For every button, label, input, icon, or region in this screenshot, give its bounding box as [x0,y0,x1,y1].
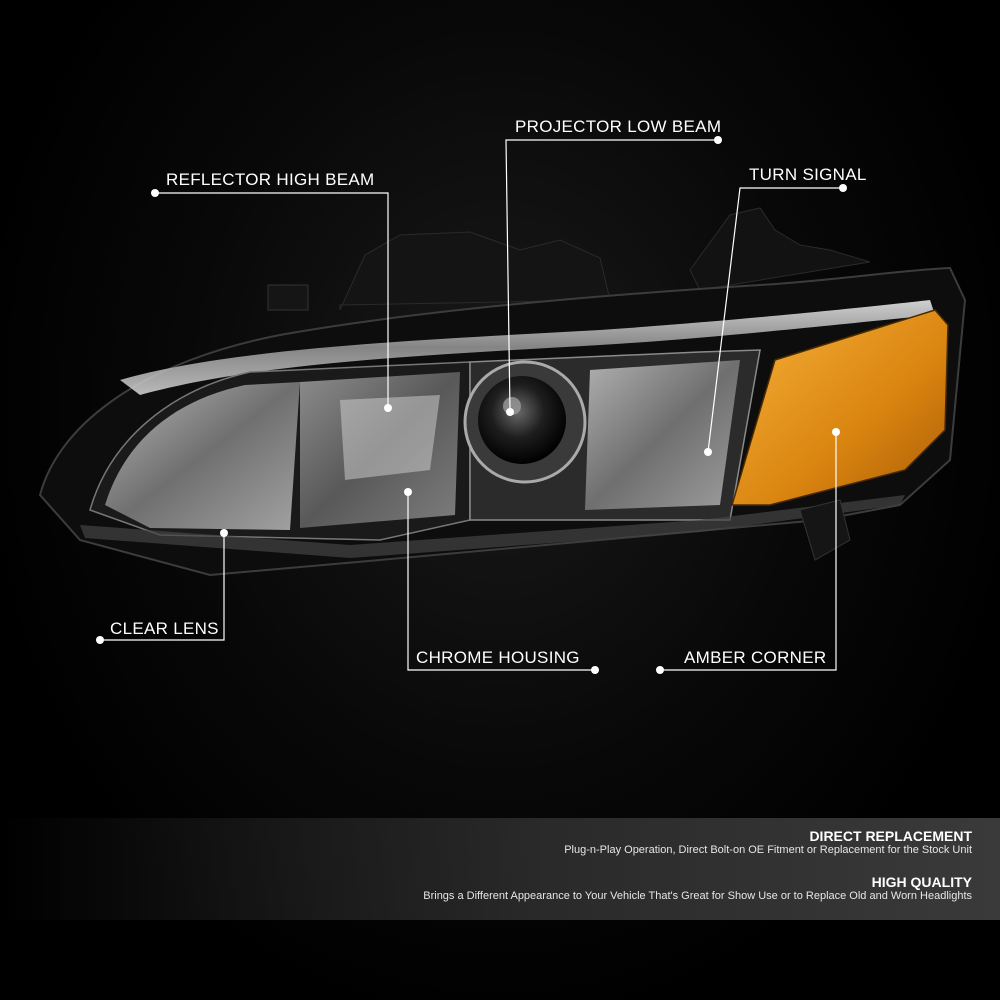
callout-reflector-high-beam: REFLECTOR HIGH BEAM [166,170,375,189]
feature-banner [0,818,1000,920]
feature-high-quality: HIGH QUALITY Brings a Different Appearan… [423,874,972,902]
feature-description: Brings a Different Appearance to Your Ve… [423,890,972,902]
feature-title: DIRECT REPLACEMENT [809,828,972,844]
feature-direct-replacement: DIRECT REPLACEMENT Plug-n-Play Operation… [564,828,972,856]
chrome-trim [120,300,935,395]
feature-description: Plug-n-Play Operation, Direct Bolt-on OE… [564,844,972,856]
amber-corner-lens [730,309,949,506]
callout-amber-corner: AMBER CORNER [684,648,827,667]
callout-projector-low-beam: PROJECTOR LOW BEAM [515,117,722,136]
feature-title: HIGH QUALITY [871,874,972,890]
callout-turn-signal: TURN SIGNAL [749,165,867,184]
callout-dots [96,136,847,674]
projector-lens [463,360,587,484]
callout-clear-lens: CLEAR LENS [110,619,219,638]
callout-lines [100,139,843,671]
callout-chrome-housing: CHROME HOUSING [416,648,580,667]
